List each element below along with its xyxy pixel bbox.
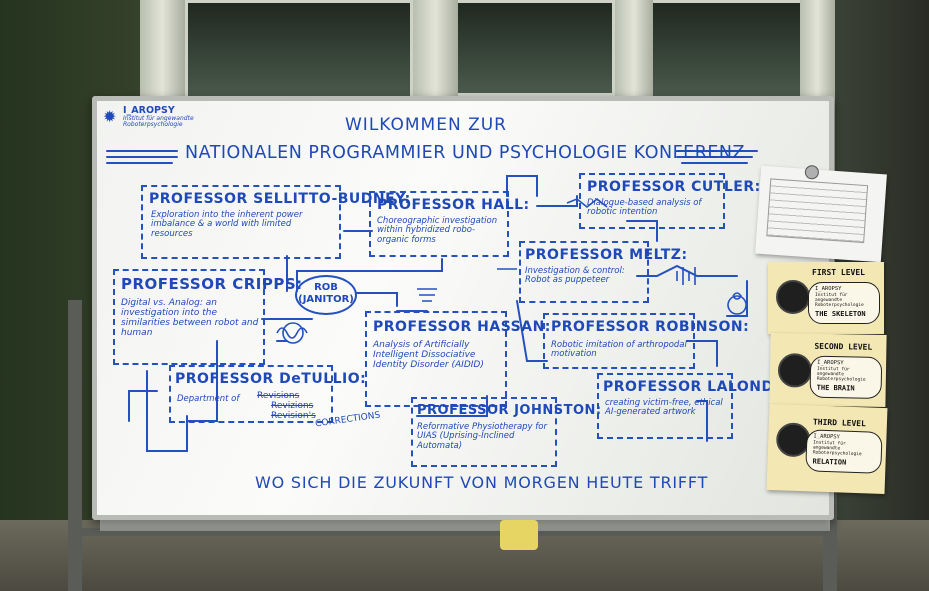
professor-description: Choreographic investigation within hybri…	[377, 216, 498, 245]
robot-brain-icon	[777, 353, 813, 388]
level-institute: Institut für angewandte Roboterpsycholog…	[816, 366, 866, 383]
background-window	[455, 0, 615, 96]
level-card: I_AROPSY Institut für angewandte Roboter…	[805, 429, 883, 474]
level-card: I_AROPSY Institut für angewandte Roboter…	[809, 355, 883, 399]
whiteboard-stand-leg	[68, 300, 82, 591]
robot-skeleton-icon	[776, 280, 810, 314]
professor-description: Department of	[177, 394, 240, 404]
footer-slogan: WO SICH DIE ZUKUNFT VON MORGEN HEUTE TRI…	[255, 473, 709, 492]
professor-box-cripps: PROFESSOR CRIPPS: Digital vs. Analog: an…	[113, 269, 302, 365]
professor-title: PROFESSOR LALONDE:	[603, 379, 790, 395]
marker-tray	[100, 519, 830, 531]
professor-box-sellitto-budney: PROFESSOR SELLITTO-BUDNEY: Exploration i…	[141, 185, 410, 259]
professor-box-detullio: PROFESSOR DeTULLIO: Department of Revisi…	[169, 365, 366, 423]
level-name: RELATION	[812, 457, 847, 467]
professor-title: PROFESSOR HALL:	[377, 197, 530, 213]
professor-box-meltz: PROFESSOR MELTZ: Investigation & control…	[519, 241, 687, 303]
level-label: THIRD LEVEL	[812, 417, 867, 429]
professor-title: PROFESSOR CUTLER:	[587, 179, 761, 195]
professor-description: Analysis of Artificially Intelligent Dis…	[373, 340, 484, 370]
whiteboard-stand-bar	[82, 528, 827, 536]
pin-icon	[804, 164, 820, 180]
professor-description: Robotic imitation of arthropodal motivat…	[551, 340, 687, 360]
professor-title: PROFESSOR MELTZ:	[525, 247, 688, 263]
schedule-sheet	[755, 164, 887, 263]
yellow-cloth	[500, 520, 538, 550]
professor-title: PROFESSOR HASSAN:	[373, 319, 551, 335]
connection-lines	[106, 150, 758, 452]
professor-description: Digital vs. Analog: an investigation int…	[121, 298, 259, 338]
professor-box-cutler: PROFESSOR CUTLER: Dialogue-based analysi…	[579, 173, 760, 229]
level-card: I_AROPSY Institut für angewandte Roboter…	[808, 282, 880, 324]
level-org: I_AROPSY	[817, 359, 844, 367]
professor-title: PROFESSOR SELLITTO-BUDNEY:	[149, 191, 411, 207]
level-label: FIRST LEVEL	[812, 268, 865, 277]
professor-title: PROFESSOR ROBINSON:	[551, 319, 750, 335]
level-org: I_AROPSY	[813, 433, 841, 441]
professor-description: creating victim-free, ethical AI-generat…	[605, 398, 723, 418]
level-note-2: SECOND LEVEL I_AROPSY Institut für angew…	[769, 332, 887, 408]
logo-name: I_AROPSY	[123, 105, 175, 116]
level-note-1: FIRST LEVEL I_AROPSY Institut für angewa…	[768, 262, 884, 334]
revision-strike-1: Revisions	[257, 391, 300, 401]
logo-subtitle: Institut für angewandte Roboterpsycholog…	[123, 115, 194, 129]
level-org: I_AROPSY	[815, 286, 842, 292]
revision-strike-3: Revision's	[271, 411, 316, 421]
professor-title: PROFESSOR DeTULLIO:	[175, 371, 367, 387]
level-name: THE SKELETON	[815, 310, 866, 318]
janitor-bubble: ROB (JANITOR)	[295, 275, 357, 315]
professor-description: Dialogue-based analysis of robotic inten…	[587, 198, 702, 218]
level-label: SECOND LEVEL	[814, 341, 873, 352]
professor-title: PROFESSOR JOHNSTON:	[417, 403, 602, 418]
professor-box-hassan: PROFESSOR HASSAN: Analysis of Artificial…	[365, 311, 550, 407]
background-window	[185, 0, 413, 100]
header-line-1: WILKOMMEN ZUR	[345, 115, 507, 135]
level-institute: Institut für angewandte Roboterpsycholog…	[815, 293, 864, 308]
whiteboard: ✹ I_AROPSY Institut für angewandte Robot…	[92, 96, 834, 520]
professor-box-johnston: PROFESSOR JOHNSTON: Reformative Physioth…	[411, 397, 601, 467]
level-institute: Institut für angewandte Roboterpsycholog…	[812, 440, 862, 458]
header-line-2: NATIONALEN PROGRAMMIER UND PSYCHOLOGIE K…	[185, 143, 745, 163]
professor-description: Investigation & control: Robot as puppet…	[525, 266, 625, 286]
schedule-table-lines	[766, 178, 869, 244]
professor-box-lalonde: PROFESSOR LALONDE: creating victim-free,…	[597, 373, 789, 439]
janitor-name: ROB	[314, 282, 338, 293]
gear-logo-icon: ✹	[103, 107, 117, 126]
professor-description: Exploration into the inherent power imba…	[151, 210, 303, 239]
background-window	[650, 0, 805, 100]
professor-description: Reformative Physiotherapy for UIAS (Upri…	[417, 422, 547, 451]
professor-box-robinson: PROFESSOR ROBINSON: Robotic imitation of…	[543, 313, 749, 369]
level-note-3: THIRD LEVEL I_AROPSY Institut für angewa…	[766, 403, 888, 495]
professor-box-hall: PROFESSOR HALL: Choreographic investigat…	[369, 191, 529, 257]
revision-strike-2: Revizions	[271, 401, 314, 411]
professor-title: PROFESSOR CRIPPS:	[121, 275, 303, 293]
janitor-role: (JANITOR)	[298, 293, 354, 305]
level-name: THE BRAIN	[816, 383, 855, 393]
